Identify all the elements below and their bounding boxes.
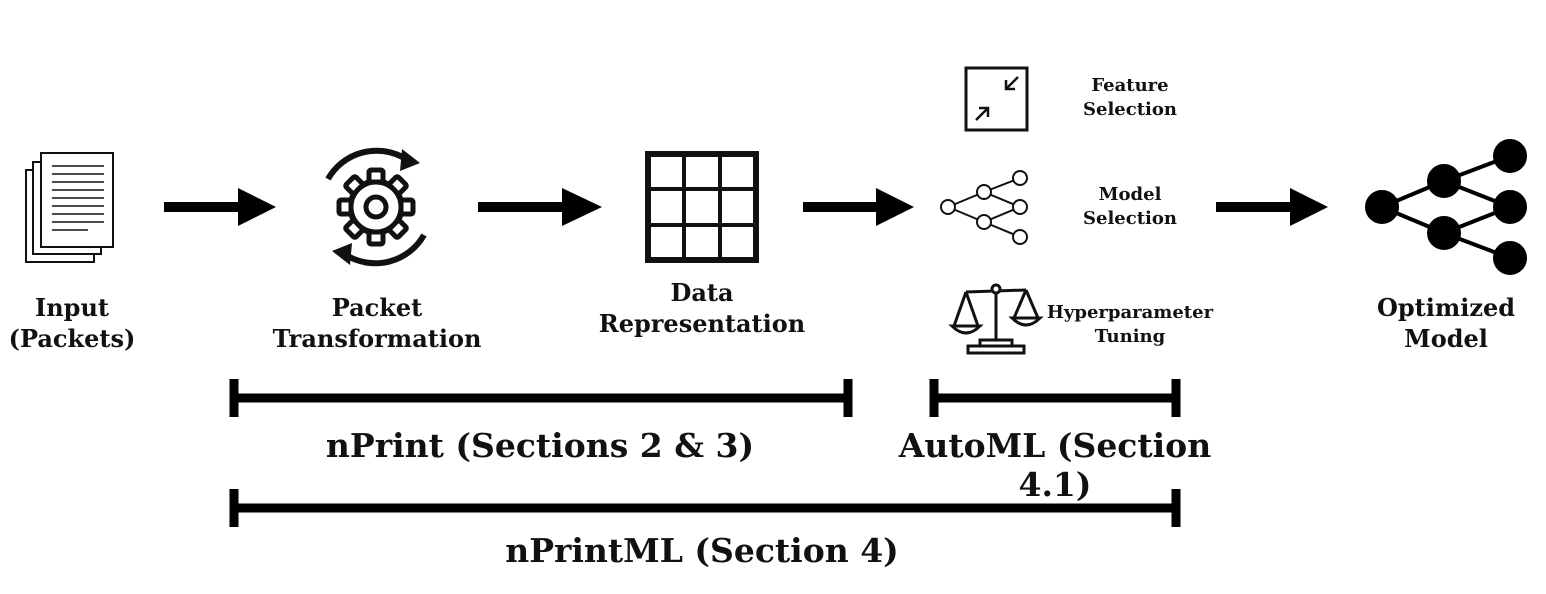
- hyperparameter-tuning-label: Hyperparameter Tuning: [1046, 301, 1214, 349]
- input-label-line2: (Packets): [8, 324, 136, 353]
- neural-network-icon: [1365, 139, 1527, 275]
- nprintml-bracket: [229, 489, 1181, 527]
- packet-transformation-line2: Transformation: [272, 324, 482, 353]
- grid-icon: [645, 151, 759, 263]
- gear-cycle-icon: [325, 147, 427, 267]
- balance-scale-icon: [948, 283, 1044, 355]
- compress-icon: [964, 66, 1029, 132]
- feature-selection-line2: Selection: [1083, 99, 1177, 120]
- model-selection-line1: Model: [1098, 184, 1162, 205]
- model-selection-line2: Selection: [1083, 208, 1177, 229]
- optimized-model-line2: Model: [1404, 324, 1488, 353]
- document-stack-icon: [25, 152, 114, 263]
- model-selection-label: Model Selection: [1068, 183, 1192, 231]
- nprint-bracket-label: nPrint (Sections 2 & 3): [325, 426, 755, 465]
- packet-transformation-line1: Packet: [331, 293, 423, 322]
- arrow-4: [1216, 188, 1328, 226]
- data-representation-label: Data Representation: [586, 277, 818, 339]
- network-graph-icon: [940, 170, 1028, 245]
- nprintml-bracket-label: nPrintML (Section 4): [505, 531, 899, 570]
- arrow-2: [478, 188, 602, 226]
- automl-bracket-label: AutoML (Section 4.1): [898, 426, 1212, 504]
- arrow-3: [803, 188, 914, 226]
- automl-bracket: [929, 379, 1181, 417]
- input-label-line1: Input: [35, 293, 109, 322]
- optimized-model-line1: Optimized: [1376, 293, 1516, 322]
- arrow-1: [164, 188, 276, 226]
- hyperparameter-tuning-line2: Tuning: [1094, 326, 1166, 347]
- optimized-model-label: Optimized Model: [1366, 292, 1526, 354]
- nprint-bracket: [229, 379, 853, 417]
- hyperparameter-tuning-line1: Hyperparameter: [1046, 302, 1214, 323]
- feature-selection-label: Feature Selection: [1068, 74, 1192, 122]
- data-representation-line2: Representation: [598, 309, 806, 338]
- feature-selection-line1: Feature: [1091, 75, 1169, 96]
- packet-transformation-label: Packet Transformation: [256, 292, 498, 354]
- input-label: Input (Packets): [0, 292, 144, 354]
- data-representation-line1: Data: [670, 278, 734, 307]
